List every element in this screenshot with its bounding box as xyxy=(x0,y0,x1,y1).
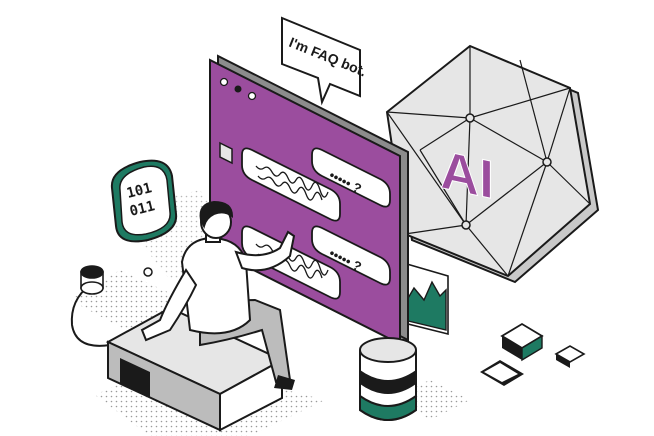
power-cable xyxy=(70,265,111,347)
chat-screen: ••••• ? ••••• ? xyxy=(209,54,409,346)
chart-card xyxy=(399,260,449,336)
small-sphere xyxy=(143,267,153,277)
speech-bubble: I'm FAQ bot. xyxy=(281,16,369,106)
chat-bubble-incoming-1 xyxy=(241,147,341,222)
window-dot-3 xyxy=(247,91,257,101)
database-icon xyxy=(359,337,417,421)
person xyxy=(140,200,296,390)
window-dot-2 xyxy=(234,85,242,93)
floating-shapes xyxy=(480,322,586,386)
ai-label: AI xyxy=(440,139,494,211)
binary-line-1: 101 xyxy=(125,180,153,202)
binary-badge: 101 011 xyxy=(110,159,178,243)
bot-avatar xyxy=(219,141,233,165)
binary-line-2: 011 xyxy=(128,198,156,220)
ai-hexagon: AI xyxy=(385,44,600,284)
window-dot-1 xyxy=(219,77,229,87)
